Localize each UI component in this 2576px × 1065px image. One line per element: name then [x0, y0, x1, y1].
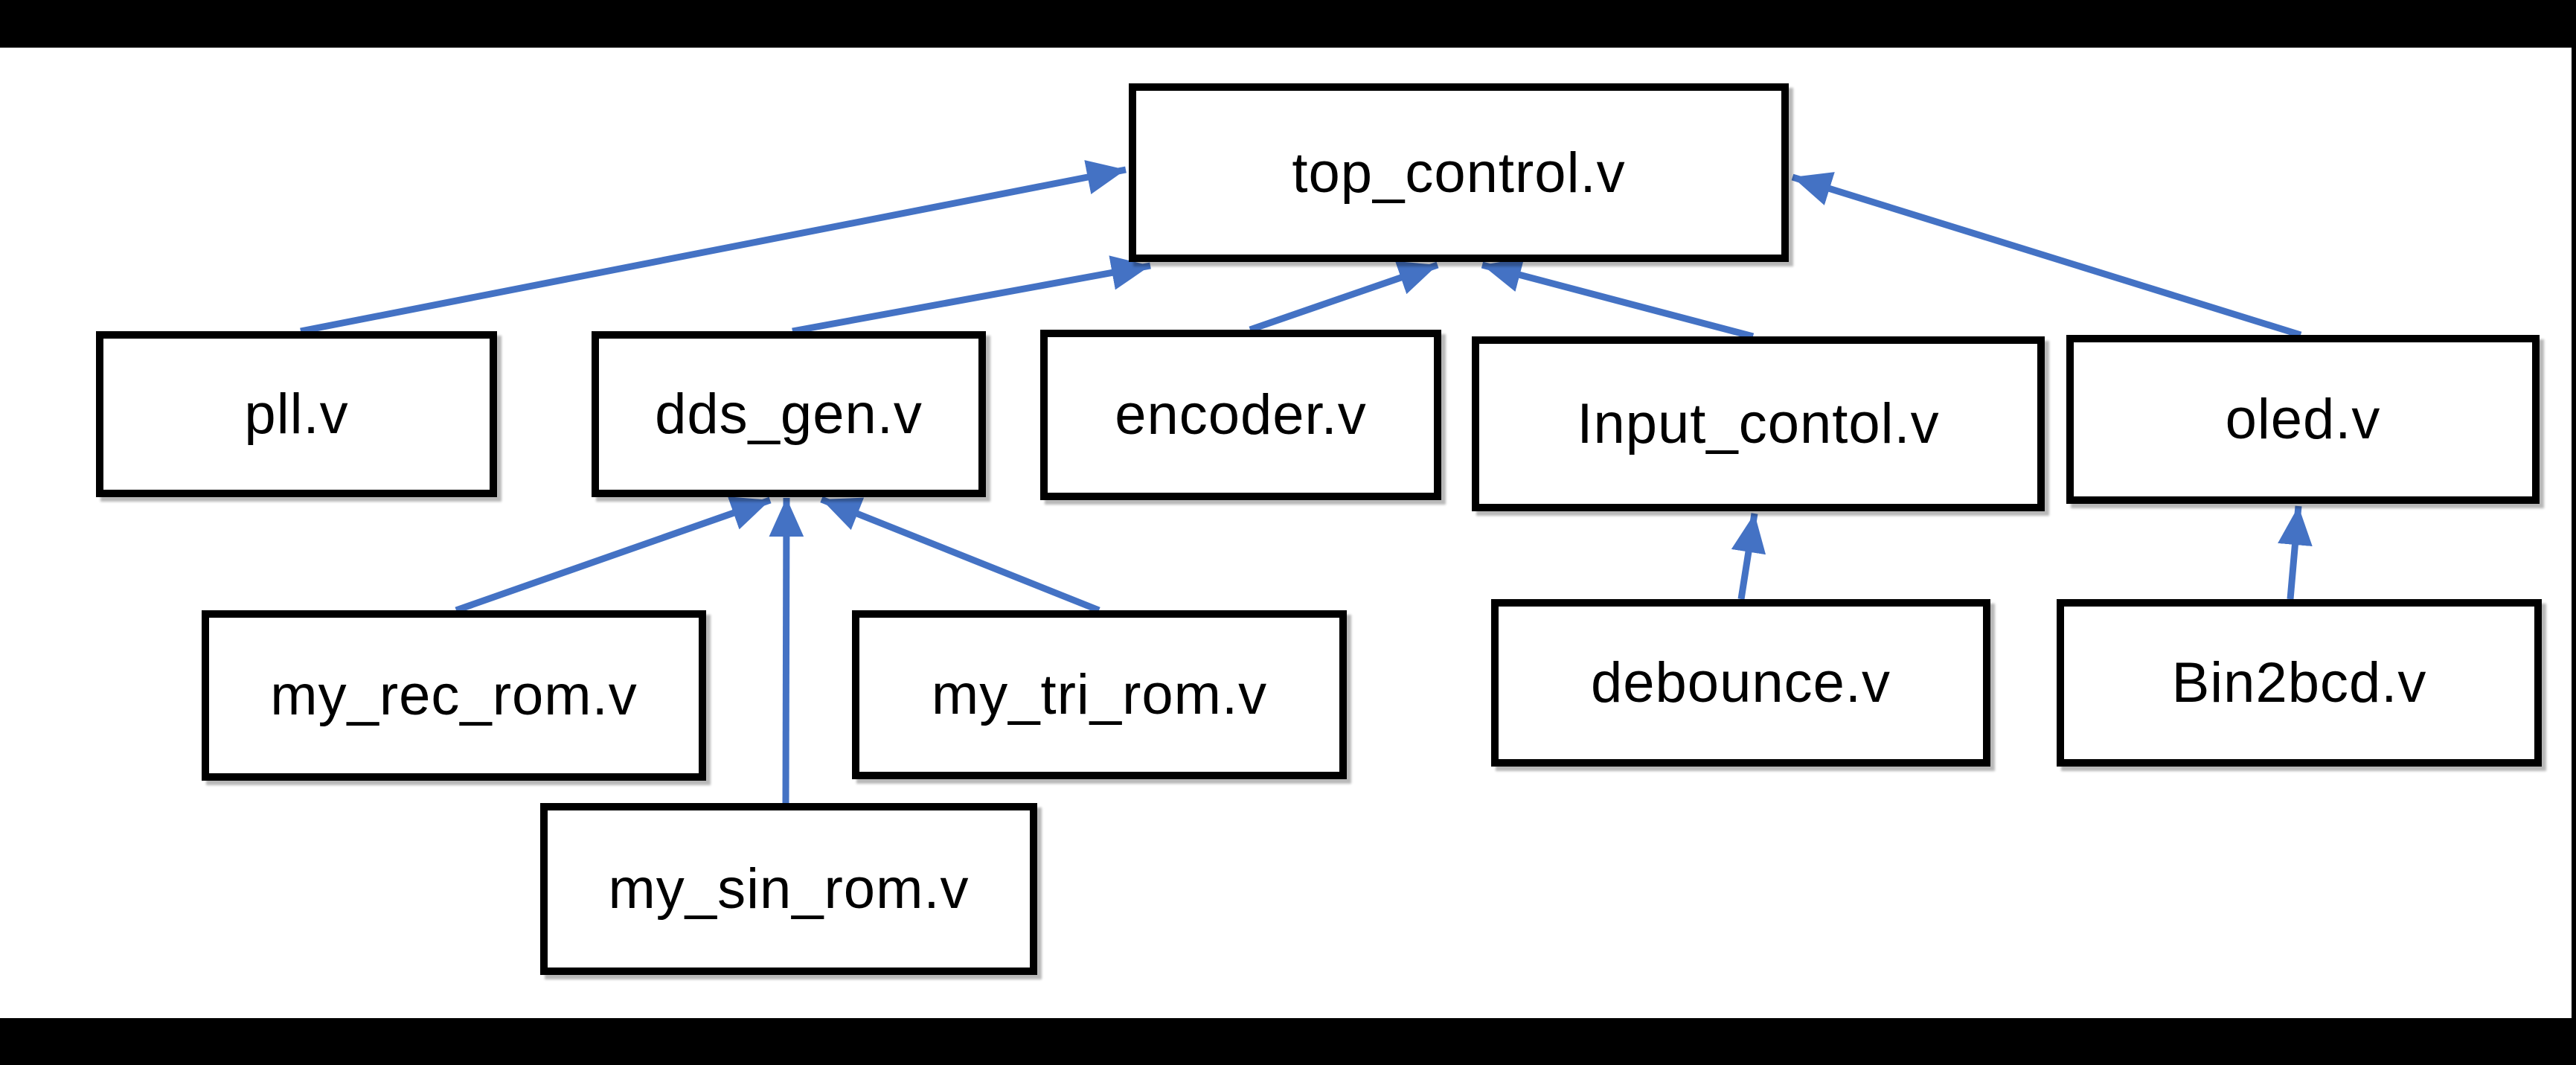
node-my-tri-rom: my_tri_rom.v [852, 610, 1347, 779]
node-label: my_sin_rom.v [608, 857, 970, 921]
node-label: oled.v [2225, 388, 2381, 451]
node-bin2bcd: Bin2bcd.v [2057, 599, 2542, 767]
node-label: debounce.v [1591, 651, 1891, 714]
node-label: pll.v [244, 383, 349, 446]
node-pll: pll.v [96, 331, 497, 497]
node-label: dds_gen.v [655, 383, 923, 446]
node-label: Bin2bcd.v [2171, 651, 2427, 714]
node-top-control: top_control.v [1129, 83, 1789, 262]
node-my-sin-rom: my_sin_rom.v [540, 803, 1037, 975]
node-input-contol: Input_contol.v [1472, 336, 2045, 511]
node-oled: oled.v [2066, 335, 2540, 504]
node-label: top_control.v [1292, 141, 1626, 205]
node-debounce: debounce.v [1491, 599, 1990, 767]
node-encoder: encoder.v [1040, 330, 1441, 500]
node-label: Input_contol.v [1577, 392, 1940, 455]
node-label: encoder.v [1115, 383, 1367, 447]
node-my-rec-rom: my_rec_rom.v [202, 610, 706, 781]
node-label: my_rec_rom.v [270, 664, 638, 727]
node-label: my_tri_rom.v [931, 663, 1268, 726]
node-dds-gen: dds_gen.v [592, 331, 986, 497]
